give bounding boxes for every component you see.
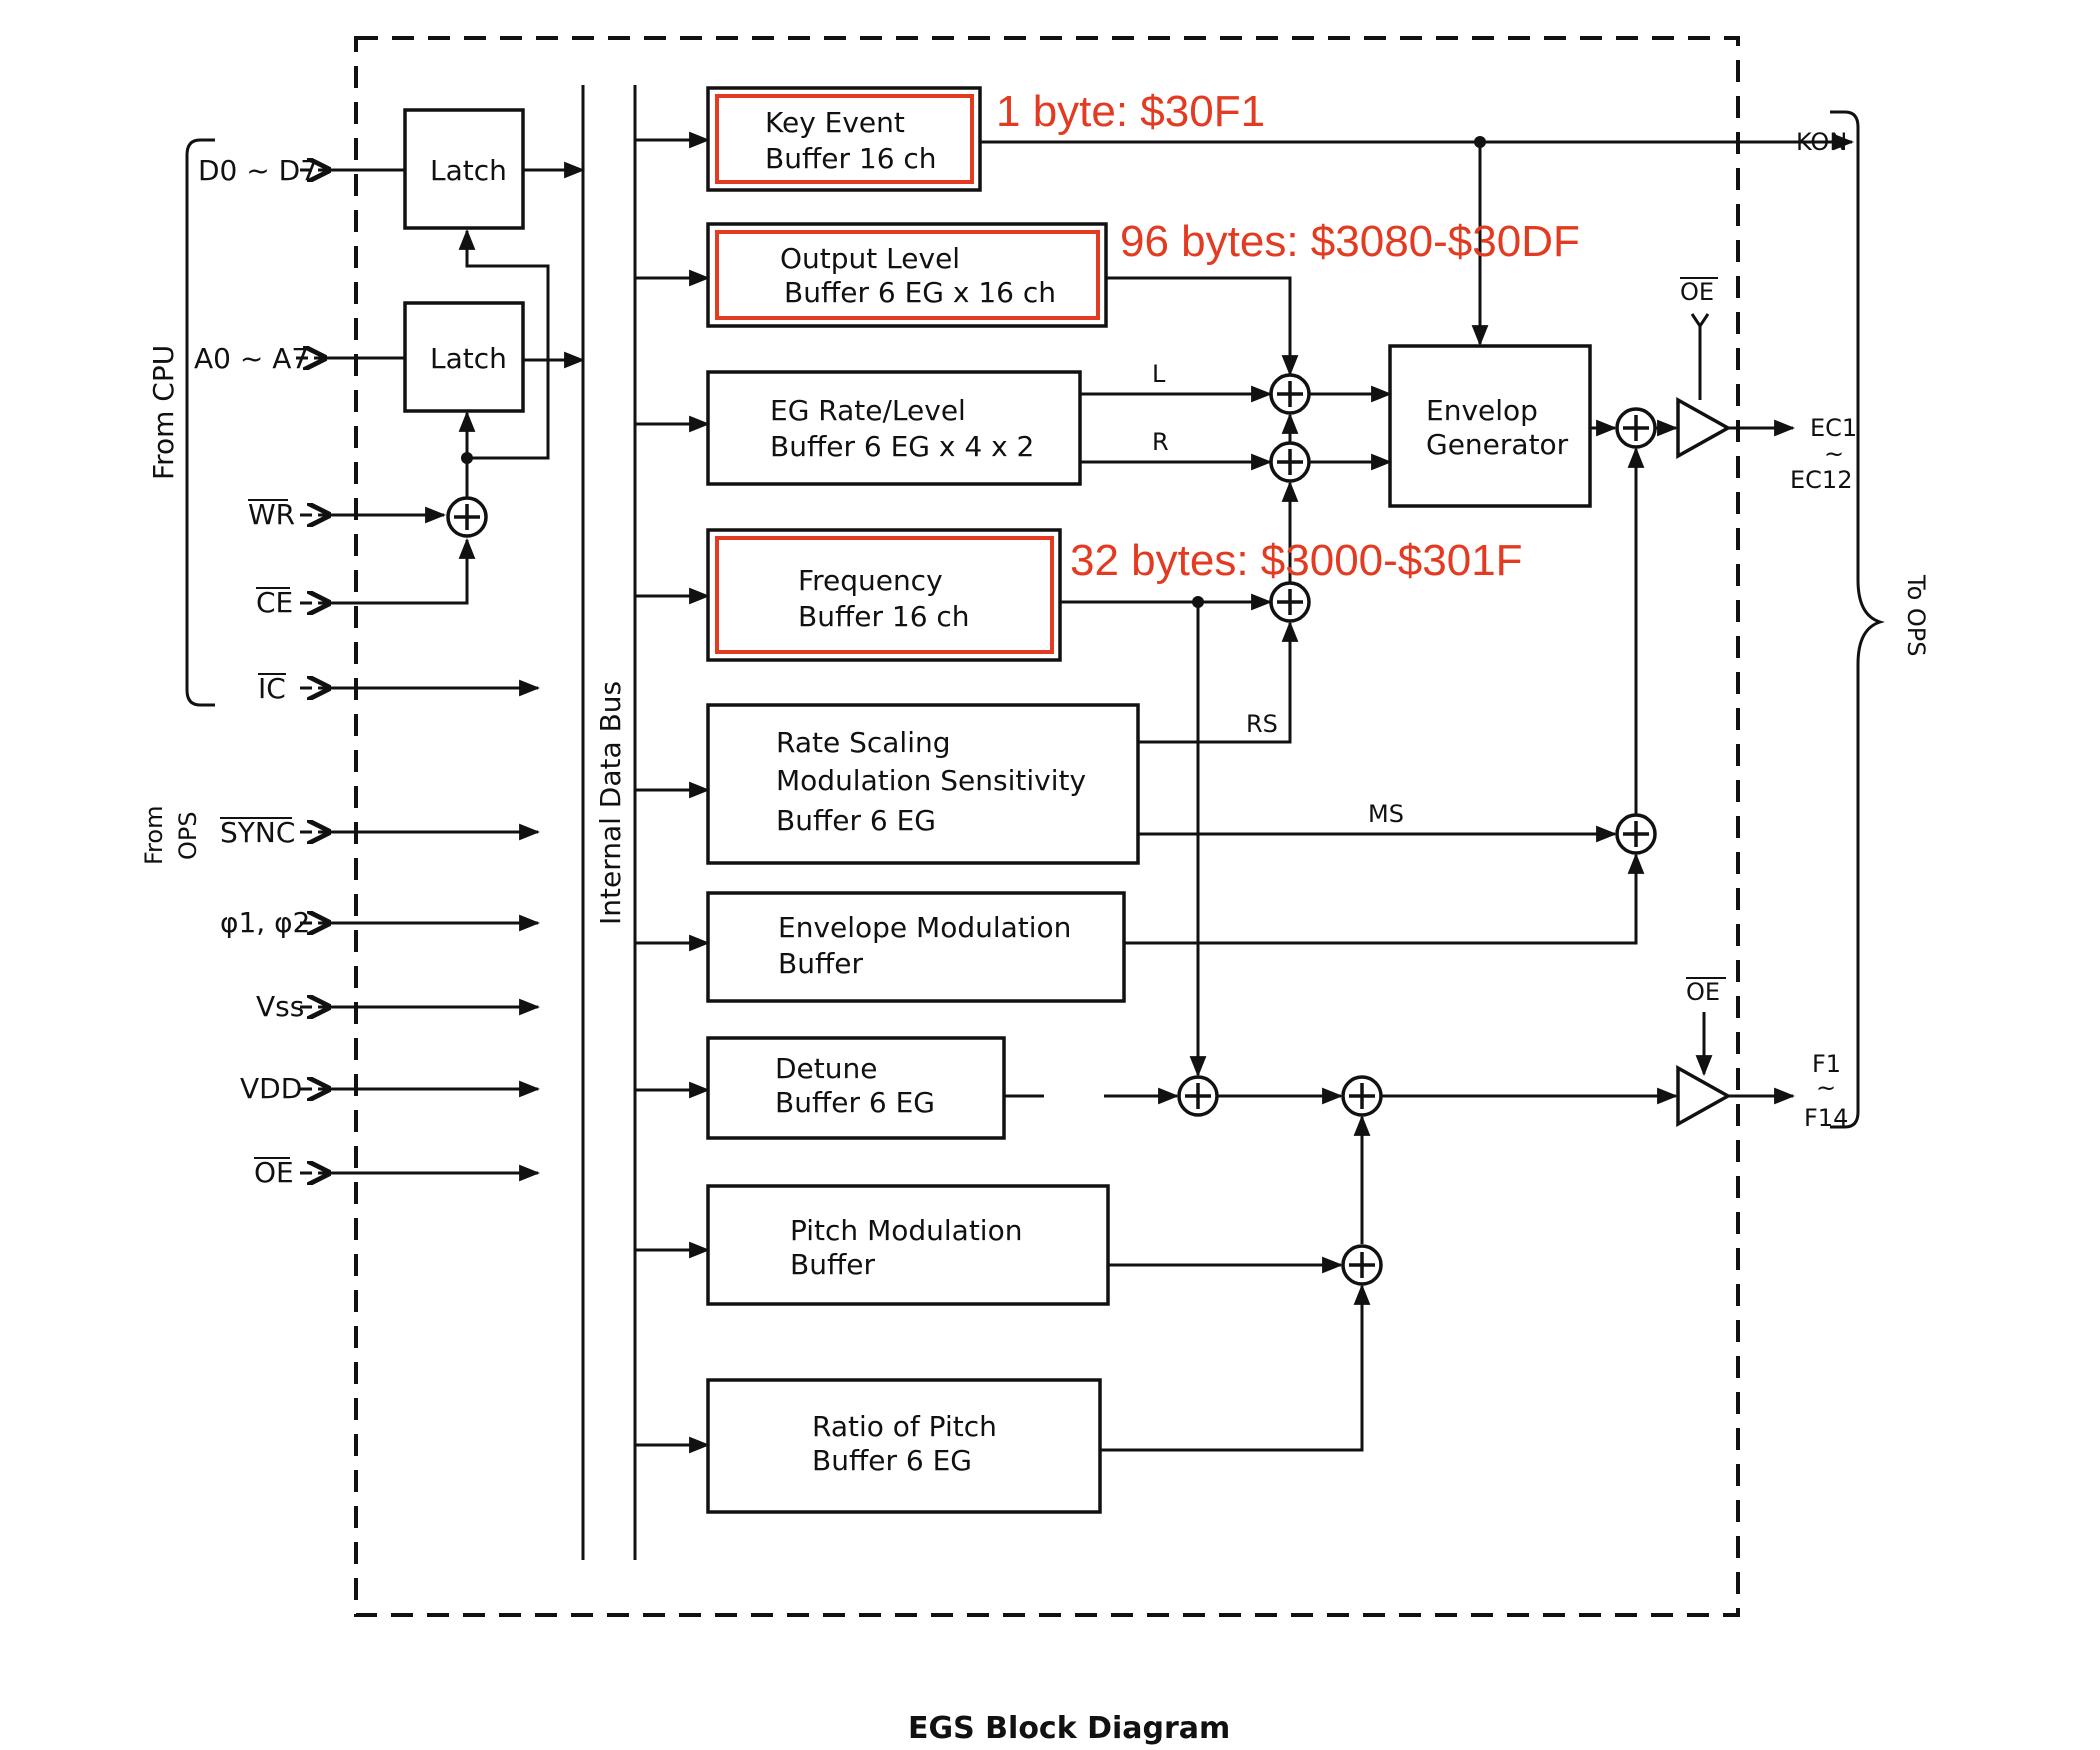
f-tilde: ~: [1816, 1074, 1836, 1102]
adder-l: [1269, 373, 1311, 415]
strobe-to-latch-1: [458, 228, 550, 460]
kon-label: KON: [1796, 128, 1847, 156]
pin-wr-label: WR: [248, 498, 295, 531]
adder-detune: [1177, 1075, 1219, 1117]
pin-ce-label: CE: [256, 586, 293, 619]
frequency-buffer: [706, 528, 1062, 662]
key-event-buffer: [706, 86, 982, 192]
annotation-frequency: 32 bytes: $3000-$301F: [1070, 536, 1523, 585]
rs-line: [1138, 620, 1299, 744]
signal-ms-label: MS: [1368, 800, 1404, 828]
key-event-highlight: [715, 94, 974, 184]
adder-r: [1269, 441, 1311, 483]
env-mod-line-1: Envelope Modulation: [778, 911, 1071, 944]
latch-1-label: Latch: [430, 154, 507, 187]
internal-bus-label: Internal Data Bus: [594, 681, 627, 925]
ratio-pitch-buffer: [706, 1378, 1102, 1514]
ratio-pitch-line-2: Buffer 6 EG: [812, 1444, 972, 1477]
key-event-line-1: Key Event: [765, 106, 905, 139]
adder-eg-out: [1615, 407, 1657, 449]
diagram-caption: EGS Block Diagram: [908, 1711, 1230, 1746]
pin-a0-a7-label: A0 ~ A7: [194, 342, 309, 375]
ec-bottom-label: EC12: [1790, 466, 1852, 494]
from-cpu-label: From CPU: [147, 345, 180, 480]
from-cpu-brace: [185, 138, 215, 707]
ce-to-adder: [318, 537, 476, 605]
latch-2: [403, 301, 525, 413]
latch-1: [403, 108, 525, 230]
output-level-line-2: Buffer 6 EG x 16 ch: [784, 276, 1056, 309]
pin-ic-label: IC: [258, 672, 286, 705]
oe-top-line: [1690, 313, 1710, 400]
rate-scaling-buffer: [706, 703, 1140, 865]
pin-oe-label: OE: [254, 1156, 294, 1189]
env-mod-to-adder: [1124, 852, 1645, 945]
signal-r-label: R: [1152, 428, 1169, 456]
pin-vdd-label: VDD: [240, 1072, 302, 1105]
from-ops-label-1: From: [140, 806, 168, 865]
output-level-to-adder: [1106, 276, 1299, 377]
pin-d0-d7-label: D0 ~ D7: [198, 154, 318, 187]
annotation-output-level: 96 bytes: $3080-$30DF: [1120, 217, 1580, 266]
f-output-buffer: [1676, 1065, 1732, 1127]
detune-buffer: [706, 1036, 1006, 1140]
detune-line-2: Buffer 6 EG: [775, 1086, 935, 1119]
pitch-mod-line-1: Pitch Modulation: [790, 1214, 1022, 1247]
output-level-buffer: [706, 222, 1108, 328]
output-level-line-1: Output Level: [780, 242, 960, 275]
envelope-generator: [1388, 344, 1592, 508]
rate-scaling-line-1: Rate Scaling: [776, 726, 951, 759]
pitch-mod-line-2: Buffer: [790, 1248, 875, 1281]
frequency-line-1: Frequency: [798, 564, 943, 597]
frequency-highlight: [715, 536, 1054, 654]
ec-tilde: ~: [1824, 440, 1844, 468]
adder-freq: [1269, 581, 1311, 623]
to-ops-brace: [1830, 110, 1885, 1129]
eg-rate-line-1: EG Rate/Level: [770, 394, 966, 427]
oe-top-label: OE: [1680, 278, 1714, 306]
ratio-pitch-to-adder: [1100, 1283, 1371, 1452]
signal-l-label: L: [1152, 360, 1166, 388]
signal-rs-label: RS: [1246, 710, 1278, 738]
detune-line-1: Detune: [775, 1052, 877, 1085]
adder-pitch: [1341, 1075, 1383, 1117]
rate-scaling-line-2: Modulation Sensitivity: [776, 764, 1086, 797]
adder-ms: [1615, 813, 1657, 855]
latch-2-label: Latch: [430, 342, 507, 375]
annotation-key-event: 1 byte: $30F1: [996, 87, 1265, 136]
to-ops-label: To OPS: [1902, 574, 1930, 657]
env-gen-line-1: Envelop: [1426, 394, 1538, 427]
key-event-line-2: Buffer 16 ch: [765, 142, 937, 175]
ec-output-buffer: [1676, 397, 1732, 459]
adder-pitch-mod: [1341, 1244, 1383, 1286]
oe-bottom-label: OE: [1686, 978, 1720, 1006]
rate-scaling-line-3: Buffer 6 EG: [776, 804, 936, 837]
env-mod-line-2: Buffer: [778, 947, 863, 980]
ratio-pitch-line-1: Ratio of Pitch: [812, 1410, 997, 1443]
pitch-mod-buffer: [706, 1184, 1110, 1306]
frequency-line-2: Buffer 16 ch: [798, 600, 970, 633]
from-ops-label-2: OPS: [174, 811, 202, 860]
chip-boundary: [354, 36, 1740, 1617]
eg-rate-line-2: Buffer 6 EG x 4 x 2: [770, 430, 1034, 463]
wr-ce-adder: [446, 496, 488, 538]
pin-vss-label: Vss: [256, 990, 304, 1023]
output-level-highlight: [715, 230, 1100, 320]
pin-sync-label: SYNC: [220, 816, 295, 849]
env-mod-buffer: [706, 891, 1126, 1003]
env-gen-line-2: Generator: [1426, 428, 1569, 461]
eg-rate-buffer: [706, 370, 1082, 486]
pin-phi-label: φ1, φ2: [220, 906, 310, 939]
ec-top-label: EC1: [1810, 414, 1857, 442]
f-top-label: F1: [1812, 1050, 1841, 1078]
